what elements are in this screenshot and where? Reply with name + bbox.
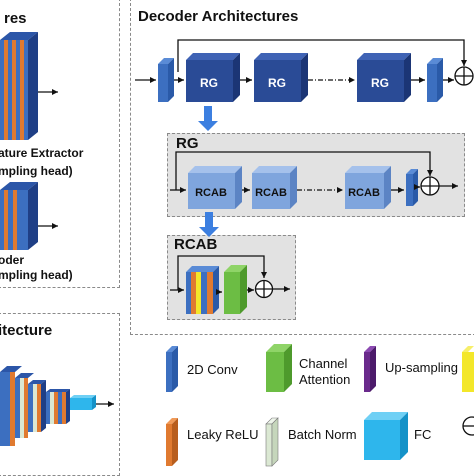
legend-conv2d-label: 2D Conv xyxy=(187,362,238,377)
decoder-skip-connection xyxy=(177,39,467,72)
rg-block-n: RG xyxy=(357,53,411,102)
rg-conv xyxy=(406,169,418,206)
rcab-block-2-label: RCAB xyxy=(255,187,287,199)
rcab-expand-arrow xyxy=(199,212,219,237)
rg-panel-title: RG xyxy=(176,135,199,152)
rg-skip-connection xyxy=(175,151,433,190)
decoder-label-line1: oder xyxy=(0,253,25,267)
decoder-stack xyxy=(0,182,38,250)
rcab-panel-title: RCAB xyxy=(174,236,218,253)
classifier-panel-title: itecture xyxy=(0,322,53,339)
decoder-architectures-panel xyxy=(130,0,474,335)
rg-expand-arrow xyxy=(198,106,218,131)
legend-partial-yellow-icon xyxy=(462,346,474,392)
rcab-block-1-label: RCAB xyxy=(195,187,227,199)
rcab-block-n-label: RCAB xyxy=(348,187,380,199)
rg-block-n-label: RG xyxy=(371,76,389,90)
feature-extractor-panel-title: res xyxy=(4,10,27,27)
rcab-conv-relu-stack xyxy=(186,266,219,314)
classifier-stack xyxy=(0,366,96,446)
feature-extractor-label-line1: ature Extractor xyxy=(0,146,84,160)
legend-batch-norm-icon xyxy=(265,417,279,467)
decoder-architectures-title: Decoder Architectures xyxy=(138,8,299,25)
legend-conv2d-icon xyxy=(166,346,178,392)
rg-block-1-label: RG xyxy=(200,76,218,90)
legend-leaky-relu-label: Leaky ReLU xyxy=(187,427,259,442)
legend-channel-attention-label-line2: Attention xyxy=(299,372,351,387)
legend-channel-attention-icon xyxy=(266,344,292,392)
legend-fc-label: FC xyxy=(414,427,432,442)
rcab-sum-icon xyxy=(254,279,274,299)
rg-block-2: RG xyxy=(254,53,308,102)
rcab-block-n: RCAB xyxy=(345,166,391,209)
legend-upsampling-label: Up-sampling xyxy=(385,360,458,375)
decoder-label-line2: mpling head) xyxy=(0,268,73,282)
rg-sum-icon xyxy=(420,176,440,196)
rg-block-1: RG xyxy=(186,53,240,102)
decoder-sum-icon xyxy=(454,66,474,86)
rcab-channel-attention xyxy=(224,265,247,314)
legend-fc-icon xyxy=(364,412,408,460)
decoder-conv-input xyxy=(158,58,174,102)
legend-leaky-relu-icon xyxy=(166,418,178,466)
rcab-block-2: RCAB xyxy=(252,166,297,209)
feature-extractor-panel xyxy=(0,0,120,288)
rg-block-2-label: RG xyxy=(268,76,286,90)
rcab-block-1: RCAB xyxy=(188,166,242,209)
decoder-conv-output xyxy=(427,58,443,102)
legend-upsampling-icon xyxy=(364,346,376,392)
legend-channel-attention-label-line1: Channel xyxy=(299,356,348,371)
feature-extractor-stack xyxy=(0,32,38,140)
feature-extractor-label-line2: mpling head) xyxy=(0,164,73,178)
legend-partial-sum-icon xyxy=(462,416,474,436)
rcab-skip-connection xyxy=(177,255,267,290)
legend-batch-norm-label: Batch Norm xyxy=(288,427,357,442)
